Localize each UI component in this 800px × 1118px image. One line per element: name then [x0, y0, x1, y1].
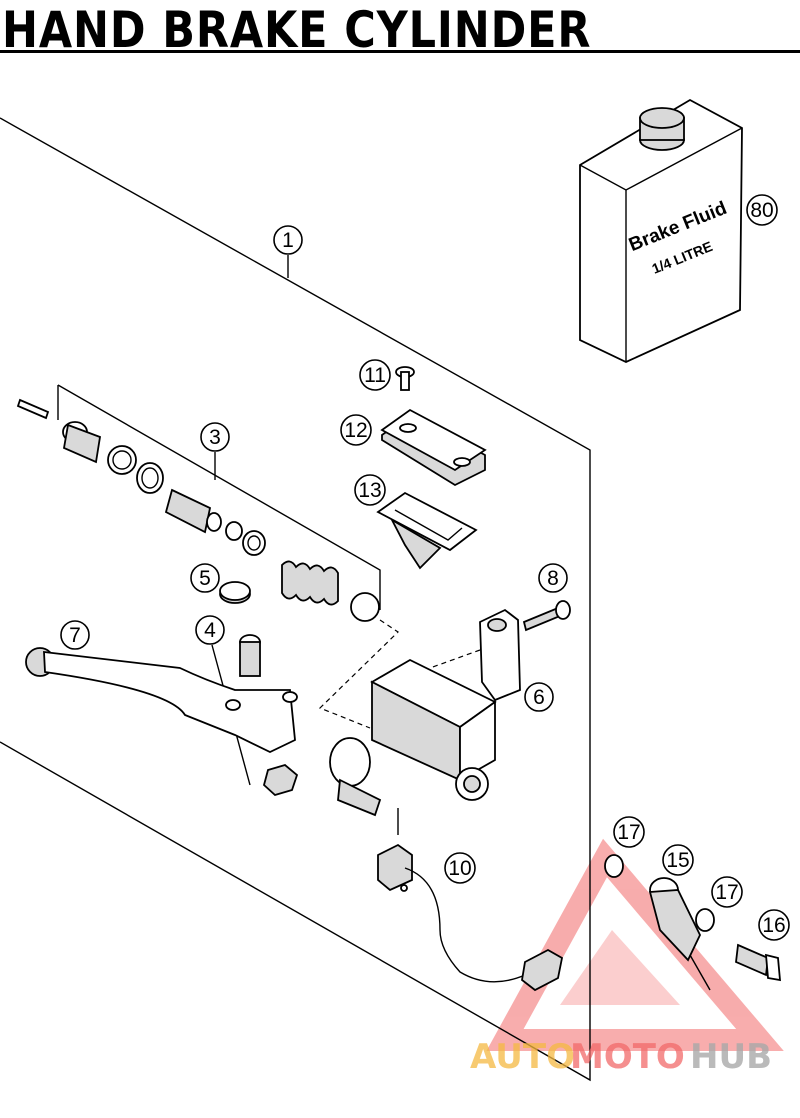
watermark-text: AUTO MOTO HUB [470, 1037, 772, 1077]
callout-1: 1 [273, 225, 303, 255]
svg-text:16: 16 [762, 914, 785, 937]
svg-text:15: 15 [666, 849, 689, 872]
sealing-ring-upper [604, 854, 624, 878]
callout-16: 16 [758, 909, 790, 941]
callout-5: 5 [190, 563, 220, 593]
reservoir-cover [380, 408, 487, 487]
page-title: HAND BRAKE CYLINDER [2, 1, 592, 59]
brake-fluid-can: Brake Fluid 1/4 LITRE [579, 98, 743, 363]
reservoir-cap-screw [395, 366, 415, 391]
piston-kit [62, 421, 266, 556]
piston-kit-bracket [57, 384, 381, 610]
svg-text:7: 7 [69, 624, 81, 647]
banjo-bolt [735, 943, 782, 982]
svg-text:17: 17 [617, 821, 640, 844]
master-cylinder-body [329, 658, 497, 817]
svg-text:1: 1 [282, 229, 294, 252]
callout-17-upper: 17 [613, 816, 645, 848]
svg-text:17: 17 [715, 881, 738, 904]
handlebar-clamp [479, 608, 521, 702]
svg-text:10: 10 [448, 857, 471, 880]
watermark-moto: MOTO [570, 1037, 685, 1077]
svg-text:8: 8 [547, 567, 559, 590]
callout-17-lower: 17 [711, 876, 743, 908]
brake-hose-fitting [648, 877, 711, 991]
brake-light-switch [377, 808, 564, 992]
lever-pivot-bolt [239, 634, 261, 677]
svg-text:5: 5 [199, 567, 211, 590]
watermark-hub: HUB [690, 1037, 772, 1077]
callout-3: 3 [200, 422, 230, 452]
washer [219, 581, 251, 604]
callout-4: 4 [195, 615, 225, 645]
callout-10: 10 [444, 852, 476, 884]
sealing-ring-lower [695, 908, 715, 932]
callout-13: 13 [354, 474, 386, 506]
return-spring [281, 560, 339, 606]
callout-15: 15 [662, 844, 694, 876]
title-underline [0, 50, 800, 53]
pivot-pin [16, 398, 50, 420]
callout-12: 12 [340, 414, 372, 446]
dashed-guide-a [318, 619, 399, 729]
svg-text:13: 13 [358, 479, 381, 502]
clamp-bolt [522, 600, 571, 632]
o-ring [350, 592, 380, 622]
callout-11: 11 [359, 359, 391, 391]
callout-80: 80 [746, 194, 778, 226]
watermark-auto: AUTO [470, 1037, 575, 1077]
svg-text:6: 6 [533, 686, 545, 709]
svg-text:4: 4 [204, 619, 216, 642]
hand-brake-lever [25, 647, 298, 753]
svg-text:11: 11 [364, 364, 386, 387]
callout-7: 7 [60, 620, 90, 650]
callout-8: 8 [538, 563, 568, 593]
reservoir-diaphragm [376, 491, 478, 570]
callout-6: 6 [524, 682, 554, 712]
assembly-outline [0, 117, 591, 1082]
svg-text:12: 12 [344, 419, 367, 442]
dashed-guide-b [429, 649, 481, 669]
svg-text:3: 3 [209, 426, 221, 449]
svg-text:80: 80 [750, 199, 773, 222]
pivot-nut [262, 764, 299, 797]
